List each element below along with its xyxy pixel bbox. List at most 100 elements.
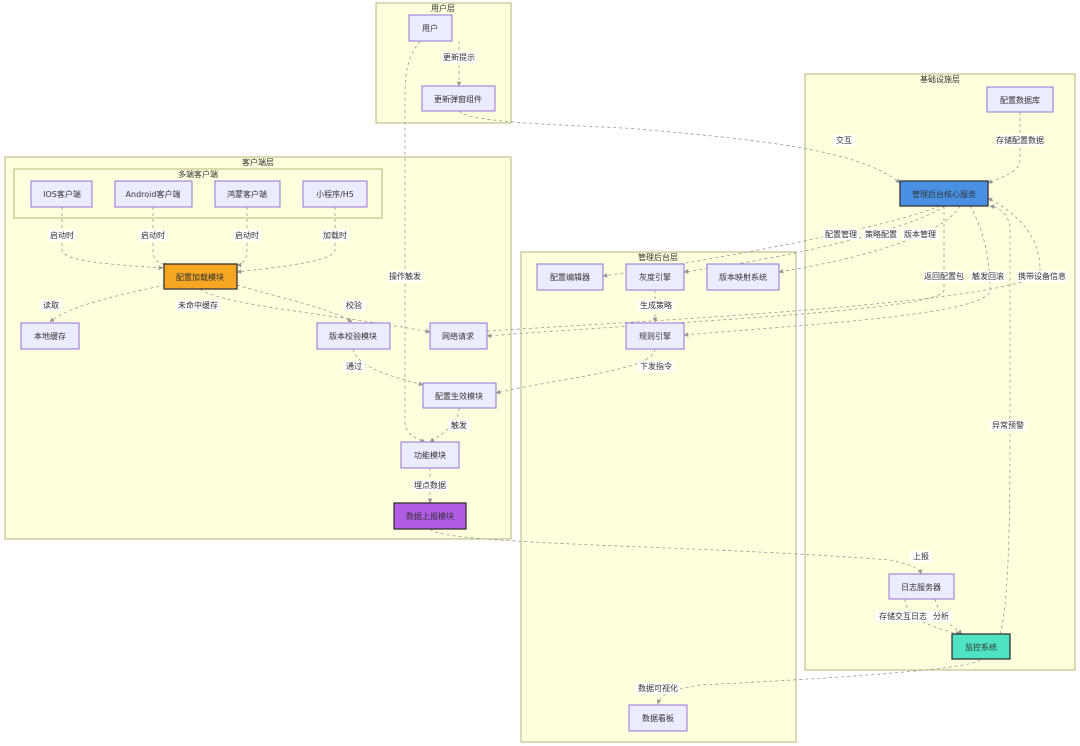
edge-user-function bbox=[404, 40, 426, 443]
node-label-update-popup: 更新弹窗组件 bbox=[434, 94, 482, 104]
node-label-dashboard: 数据看板 bbox=[642, 713, 674, 723]
nodes: 用户 更新弹窗组件 配置数据库 管理后台核心服务 IOS客户端 Android客… bbox=[20, 14, 1054, 732]
edge-core-rule bbox=[683, 205, 991, 338]
node-label-version-map: 版本映射系统 bbox=[719, 272, 767, 282]
edge-label-ios-start: 启动时 bbox=[50, 230, 74, 240]
node-update-popup[interactable]: 更新弹窗组件 bbox=[421, 85, 496, 112]
node-config-loader[interactable]: 配置加载模块 bbox=[163, 263, 238, 290]
node-label-admin-core: 管理后台核心服务 bbox=[912, 189, 976, 199]
node-miniapp[interactable]: 小程序/H5 bbox=[302, 180, 368, 208]
edge-label-trigger-rollback: 触发回滚 bbox=[972, 271, 1004, 281]
node-ios[interactable]: IOS客户端 bbox=[30, 180, 93, 208]
node-android[interactable]: Android客户端 bbox=[114, 180, 193, 208]
edge-label-return-package: 返回配置包 bbox=[924, 271, 964, 281]
node-label-miniapp: 小程序/H5 bbox=[316, 189, 354, 199]
node-function-module[interactable]: 功能模块 bbox=[400, 441, 460, 469]
node-label-function-module: 功能模块 bbox=[414, 450, 446, 460]
node-label-log-server: 日志服务器 bbox=[901, 582, 941, 592]
node-label-local-cache: 本地缓存 bbox=[34, 331, 66, 341]
node-gray-engine[interactable]: 灰度引擎 bbox=[625, 263, 685, 291]
edge-label-carry-device: 携带设备信息 bbox=[1018, 271, 1066, 281]
edge-core-network bbox=[486, 206, 945, 339]
edge-verify-apply bbox=[352, 348, 424, 387]
edge-label-pass: 通过 bbox=[346, 361, 362, 371]
node-label-data-report: 数据上报模块 bbox=[406, 511, 454, 521]
node-label-config-loader: 配置加载模块 bbox=[176, 272, 224, 282]
edge-label-read: 读取 bbox=[43, 300, 59, 310]
edge-label-cache-miss: 未命中缓存 bbox=[178, 300, 218, 310]
edge-label-version-manage: 版本管理 bbox=[904, 229, 936, 239]
edge-loader-network bbox=[199, 288, 431, 334]
cluster-client-layer: 客户端层 bbox=[4, 156, 512, 540]
node-network[interactable]: 网络请求 bbox=[429, 322, 488, 350]
node-config-apply[interactable]: 配置生效模块 bbox=[422, 382, 497, 409]
cluster-title-user-layer: 用户层 bbox=[431, 3, 455, 13]
node-user[interactable]: 用户 bbox=[408, 14, 453, 42]
edge-log-monitor-2 bbox=[934, 598, 963, 635]
node-local-cache[interactable]: 本地缓存 bbox=[20, 322, 80, 350]
edge-core-gray bbox=[683, 205, 946, 274]
edge-rule-apply bbox=[495, 348, 656, 395]
edge-log-monitor bbox=[904, 598, 961, 636]
node-label-android: Android客户端 bbox=[126, 189, 181, 199]
node-version-check[interactable]: 版本校验模块 bbox=[316, 322, 391, 350]
edge-label-store-config: 存储配置数据 bbox=[996, 135, 1044, 145]
node-label-config-apply: 配置生效模块 bbox=[435, 391, 483, 401]
cluster-infra-layer: 基础设施层 bbox=[804, 73, 1076, 671]
edge-label-trigger: 触发 bbox=[451, 420, 467, 430]
edge-monitor-core bbox=[989, 204, 1011, 635]
edge-labels: 更新提示 交互 存储配置数据 启动时 启动时 启动时 加载时 操作触发 配置管理… bbox=[40, 52, 1067, 694]
edge-ios-loader bbox=[61, 207, 164, 271]
edge-label-mini-load: 加载时 bbox=[323, 230, 347, 240]
edge-label-gen-strategy: 生成策略 bbox=[640, 300, 672, 310]
node-label-monitor: 监控系统 bbox=[965, 642, 997, 652]
node-label-version-check: 版本校验模块 bbox=[329, 331, 377, 341]
edge-report-log bbox=[429, 528, 923, 575]
cluster-title-client-layer: 客户端层 bbox=[242, 157, 274, 167]
edge-loader-cache bbox=[49, 284, 166, 323]
edge-label-track-data: 埋点数据 bbox=[414, 480, 446, 490]
cluster-title-multi-client: 多端客户端 bbox=[178, 169, 218, 179]
edge-mini-loader bbox=[236, 207, 336, 274]
node-label-gray-engine: 灰度引擎 bbox=[639, 272, 671, 282]
node-label-ios: IOS客户端 bbox=[43, 189, 81, 199]
edge-android-loader bbox=[152, 207, 169, 267]
node-data-report[interactable]: 数据上报模块 bbox=[393, 502, 467, 530]
edge-label-interact: 交互 bbox=[836, 135, 852, 145]
node-label-rule-engine: 规则引擎 bbox=[639, 331, 671, 341]
edge-popup-core bbox=[458, 110, 901, 184]
edge-db-core bbox=[987, 112, 1021, 184]
node-dashboard[interactable]: 数据看板 bbox=[628, 704, 688, 732]
node-label-config-db: 配置数据库 bbox=[1000, 95, 1040, 105]
node-config-db[interactable]: 配置数据库 bbox=[986, 86, 1054, 113]
node-monitor[interactable]: 监控系统 bbox=[951, 633, 1011, 660]
node-admin-core[interactable]: 管理后台核心服务 bbox=[899, 180, 989, 207]
node-label-network: 网络请求 bbox=[442, 331, 474, 341]
node-label-user: 用户 bbox=[422, 23, 438, 33]
edge-label-strategy-config: 策略配置 bbox=[865, 229, 897, 239]
edge-label-android-start: 启动时 bbox=[141, 230, 165, 240]
edge-label-store-log: 存储交互日志 bbox=[879, 611, 927, 621]
edge-label-config-manage: 配置管理 bbox=[825, 229, 857, 239]
edge-harmony-loader bbox=[236, 207, 248, 268]
node-config-editor[interactable]: 配置编辑器 bbox=[536, 263, 604, 291]
node-log-server[interactable]: 日志服务器 bbox=[888, 573, 955, 600]
edge-label-visualize: 数据可视化 bbox=[638, 683, 678, 693]
edge-label-alert: 异常预警 bbox=[992, 420, 1024, 430]
cluster-title-admin-layer: 管理后台层 bbox=[638, 252, 678, 262]
node-rule-engine[interactable]: 规则引擎 bbox=[625, 322, 685, 350]
node-harmony[interactable]: 鸿蒙客户端 bbox=[214, 180, 281, 208]
edge-loader-verify bbox=[236, 284, 353, 323]
edge-label-analyze: 分析 bbox=[933, 611, 949, 621]
edge-label-issue-cmd: 下发指令 bbox=[640, 361, 672, 371]
edge-label-op-trigger: 操作触发 bbox=[389, 271, 421, 281]
edge-label-verify: 校验 bbox=[346, 300, 362, 310]
cluster-title-infra-layer: 基础设施层 bbox=[920, 74, 960, 84]
edge-label-harmony-start: 启动时 bbox=[235, 230, 259, 240]
node-label-harmony: 鸿蒙客户端 bbox=[227, 189, 267, 199]
node-version-map[interactable]: 版本映射系统 bbox=[706, 263, 780, 291]
edge-label-update-hint: 更新提示 bbox=[443, 52, 475, 62]
node-label-config-editor: 配置编辑器 bbox=[550, 272, 590, 282]
edge-label-report: 上报 bbox=[913, 551, 929, 561]
